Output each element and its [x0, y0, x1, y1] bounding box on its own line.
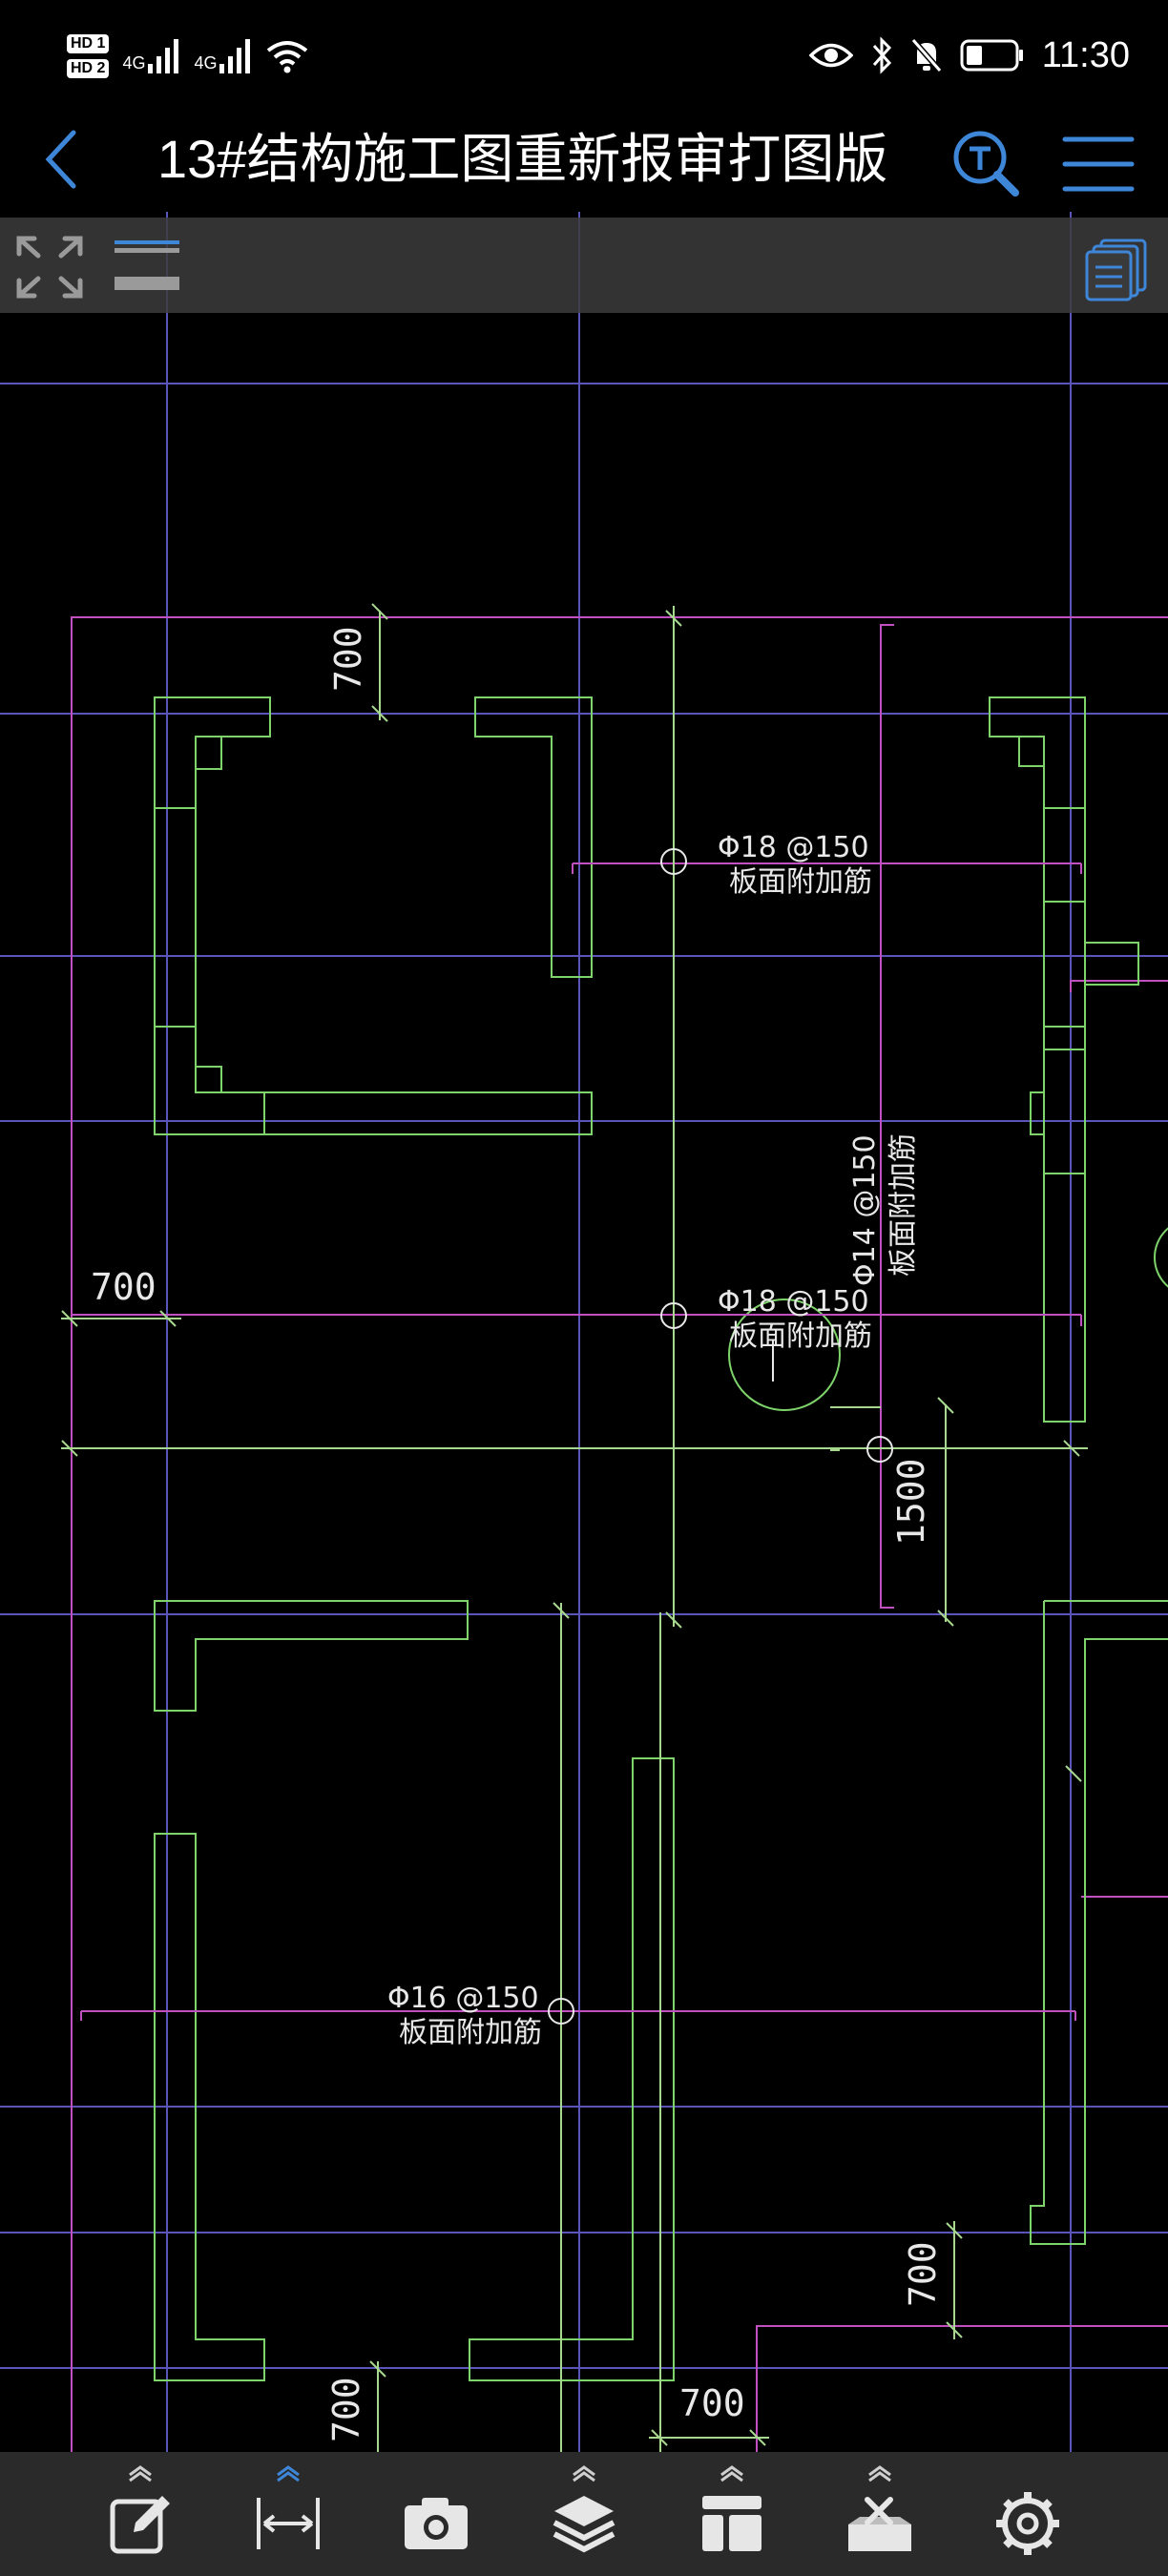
- layout-button[interactable]: [679, 2452, 784, 2576]
- chevron-up-icon: [129, 2465, 152, 2483]
- toolbox-icon: [848, 2497, 911, 2551]
- fullscreen-icon: [16, 236, 83, 299]
- wall-top-center: [474, 696, 593, 978]
- dim-700-bottom-right: 700: [902, 2241, 944, 2307]
- signal-2-label: 4G: [194, 53, 218, 73]
- toolbox-button[interactable]: [827, 2452, 932, 2576]
- rebar-4-note: 板面附加筋: [399, 2016, 542, 2049]
- signal-1-label: 4G: [122, 53, 146, 73]
- text-search-button[interactable]: [949, 126, 1025, 202]
- rebar-1-spec: Φ18 @150: [718, 831, 869, 864]
- rebar-3-spec: Φ14 @150: [848, 1134, 882, 1286]
- chevron-up-icon: [573, 2465, 595, 2483]
- status-left: HD 1 HD 2 4G 4G: [67, 23, 309, 90]
- clock: 11:30: [1041, 34, 1130, 75]
- wall-bottom-left: [154, 1833, 265, 2381]
- page-title: 13#结构施工图重新报审打图版: [157, 129, 888, 189]
- camera-icon: [405, 2498, 468, 2549]
- grid-markers: [548, 848, 893, 2025]
- wall-bottom-left-top: [154, 1600, 469, 1712]
- hd-indicators: HD 1 HD 2: [67, 34, 110, 78]
- bluetooth-icon: [872, 36, 891, 74]
- layout-list-button[interactable]: [1084, 237, 1151, 301]
- dim-700-left: 700: [91, 1266, 156, 1308]
- chevron-up-active-icon: [277, 2465, 300, 2483]
- layers-icon: [553, 2496, 615, 2553]
- dimension-texts: 700 700 1500 700 700 700: [91, 626, 944, 2442]
- eye-icon: [808, 43, 853, 68]
- dimension-lines: [61, 603, 1088, 2452]
- wall-right-top: [989, 696, 1086, 1423]
- layout-icon: [702, 2496, 761, 2551]
- marker-1: [660, 848, 687, 875]
- marker-3: [866, 1436, 893, 1463]
- column-outline-right: [1154, 1227, 1168, 1288]
- dim-700-bottom: 700: [679, 2382, 745, 2424]
- signal-bars-2-icon: [219, 39, 251, 73]
- status-bar: HD 1 HD 2 4G 4G: [0, 0, 1168, 105]
- camera-button[interactable]: [384, 2452, 489, 2576]
- dim-700-top: 700: [327, 626, 369, 692]
- annotate-icon: [110, 2496, 170, 2554]
- settings-button[interactable]: [975, 2452, 1080, 2576]
- bottom-toolbar: [0, 2452, 1168, 2576]
- mute-bell-icon: [910, 38, 942, 73]
- battery-icon: [960, 39, 1023, 72]
- chevron-left-icon: [45, 130, 76, 189]
- layout-list-icon: [1085, 239, 1147, 301]
- line-width-button[interactable]: [111, 235, 183, 298]
- signal-2: 4G: [194, 39, 252, 73]
- signal-bars-1-icon: [148, 39, 179, 73]
- settings-gear-icon: [996, 2492, 1059, 2555]
- rebar-4-spec: Φ16 @150: [387, 1982, 539, 2015]
- dim-1500: 1500: [890, 1458, 932, 1546]
- marker-4: [548, 1998, 574, 2025]
- chevron-up-icon: [720, 2465, 743, 2483]
- menu-button[interactable]: [1055, 126, 1141, 202]
- column-outline: [728, 1298, 841, 1411]
- hd1-badge: HD 1: [67, 34, 110, 53]
- hamburger-menu-icon: [1062, 136, 1135, 192]
- grid-lines: [0, 212, 1168, 2452]
- rebar-1-note: 板面附加筋: [729, 865, 872, 899]
- back-button[interactable]: [29, 126, 95, 193]
- annotate-button[interactable]: [88, 2452, 193, 2576]
- chevron-up-icon: [868, 2465, 891, 2483]
- status-right: 11:30: [808, 27, 1130, 84]
- rebar-2-spec: Φ18 @150: [718, 1285, 869, 1319]
- dim-700-bottom-left: 700: [325, 2377, 367, 2442]
- text-search-icon: [953, 131, 1019, 197]
- rebar-2-note: 板面附加筋: [729, 1319, 872, 1353]
- view-toolbar: [0, 218, 1168, 313]
- measure-icon: [257, 2498, 320, 2549]
- measure-button[interactable]: [236, 2452, 341, 2576]
- wall-right-bottom: [1030, 1600, 1168, 2245]
- marker-2: [660, 1302, 687, 1329]
- title-bar: 13#结构施工图重新报审打图版: [0, 105, 1168, 212]
- rebar-lines: [72, 862, 1082, 2021]
- wifi-icon: [267, 41, 308, 73]
- hd2-badge: HD 2: [67, 59, 110, 78]
- wall-outlines: [154, 696, 1168, 2381]
- cad-drawing-canvas[interactable]: 700 700 1500 700 700 700 Φ18 @150 板面附加筋 …: [0, 212, 1168, 2452]
- line-width-icon: [115, 240, 179, 290]
- rebar-annotations: Φ18 @150 板面附加筋 Φ18 @150 板面附加筋 Φ14 @150 板…: [387, 831, 920, 2049]
- rebar-3-note: 板面附加筋: [886, 1133, 920, 1277]
- wall-bottom-center: [469, 1757, 675, 2381]
- signal-1: 4G: [122, 39, 180, 73]
- layers-button[interactable]: [532, 2452, 636, 2576]
- fullscreen-button[interactable]: [13, 233, 86, 301]
- wall-top-left: [154, 696, 593, 1135]
- slab-boundary: [71, 616, 1168, 2452]
